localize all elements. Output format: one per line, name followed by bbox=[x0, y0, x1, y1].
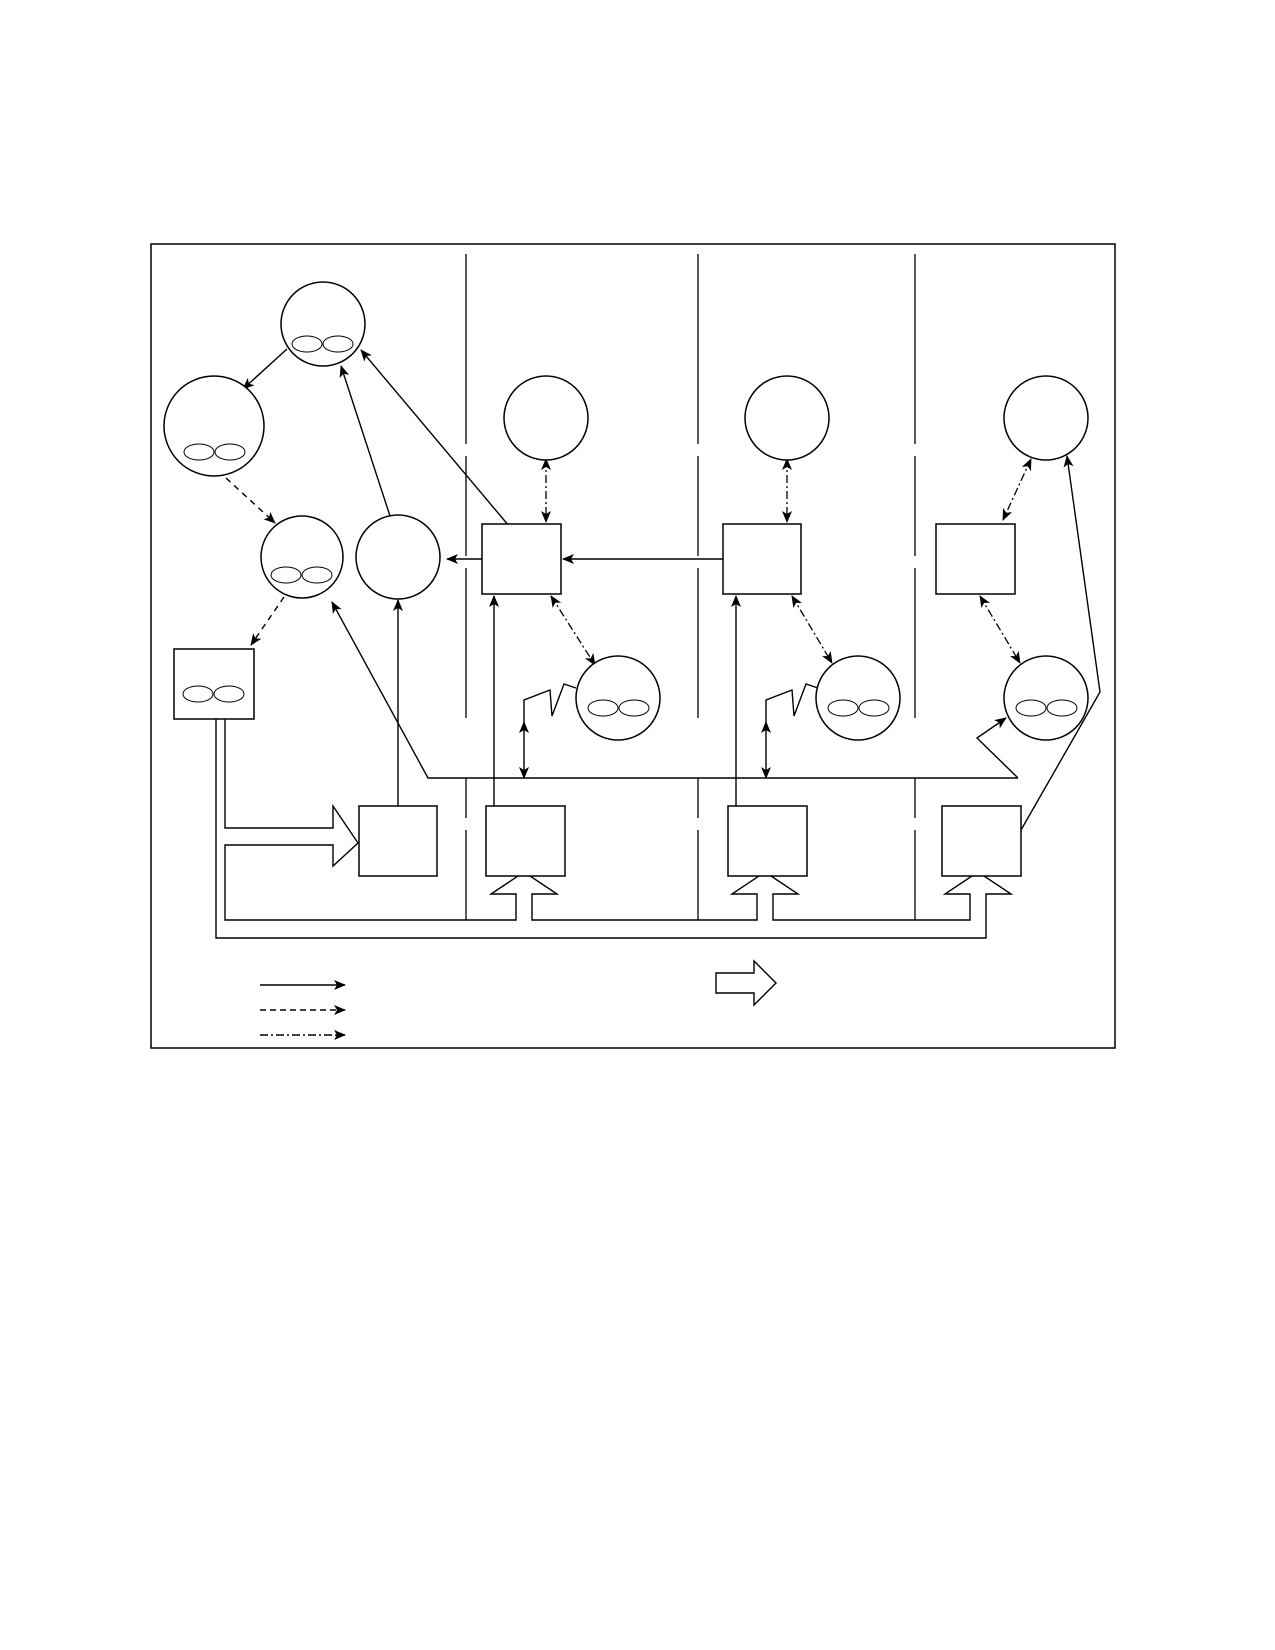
arrow-col1box-col1low bbox=[550, 595, 596, 666]
dashed-arrows bbox=[225, 477, 285, 646]
arrow-hbar-to-midleft bbox=[331, 601, 1018, 779]
box-col2-mid bbox=[722, 523, 802, 595]
arrow-midleft-to-leftbox bbox=[250, 596, 285, 646]
circle-left-large bbox=[163, 375, 265, 477]
legend-hollow-arrow bbox=[715, 959, 777, 1007]
oval-pair-icon bbox=[270, 566, 333, 584]
arrow-col3box-col3low bbox=[979, 595, 1021, 664]
box-col1-mid bbox=[481, 523, 562, 595]
circle-col3-low bbox=[1003, 655, 1089, 741]
circle-col1-low bbox=[575, 655, 661, 741]
lane-separators bbox=[465, 254, 916, 920]
box-bottom-2 bbox=[727, 805, 808, 877]
legend bbox=[260, 959, 777, 1040]
arrow-col3top-col3box bbox=[1002, 458, 1032, 521]
arrow-bottom3-to-col3top bbox=[1020, 455, 1101, 831]
circle-top bbox=[280, 281, 366, 367]
oval-pair-icon bbox=[587, 699, 650, 717]
solid-arrows bbox=[242, 348, 1101, 831]
oval-pair-icon bbox=[291, 335, 354, 353]
box-bottom-0 bbox=[358, 805, 438, 877]
nodes bbox=[163, 281, 1089, 877]
arrow-col2-zigzag bbox=[765, 683, 819, 722]
circle-col1-top bbox=[503, 375, 589, 461]
hollow-flow-arrows bbox=[215, 717, 1014, 939]
dashdot-arrows bbox=[541, 458, 1032, 666]
circle-col2-top bbox=[744, 375, 830, 461]
box-bottom-3 bbox=[941, 805, 1022, 877]
arrow-col1box-to-top bbox=[360, 349, 510, 527]
hollow-arrow-to-box-bottom-0 bbox=[215, 717, 1014, 939]
diagram-frame bbox=[150, 243, 1116, 1049]
oval-pair-icon bbox=[827, 699, 890, 717]
box-bottom-1 bbox=[485, 805, 566, 877]
box-col3-mid bbox=[935, 523, 1016, 595]
arrow-col1-zigzag bbox=[523, 683, 577, 722]
oval-pair-icon bbox=[183, 443, 246, 461]
circle-col3-top bbox=[1003, 375, 1089, 461]
arrow-leftlarge-to-midleft bbox=[225, 477, 276, 524]
arrow-col2box-col2low bbox=[791, 595, 833, 664]
oval-pairs bbox=[182, 335, 1078, 717]
circle-col2-low bbox=[815, 655, 901, 741]
arrow-top-to-left-large bbox=[242, 348, 288, 390]
box-left-ovals bbox=[173, 648, 255, 720]
arrow-mid-to-top bbox=[339, 365, 392, 520]
circle-mid bbox=[355, 514, 441, 600]
arrow-hbar-to-col3low bbox=[975, 717, 1019, 779]
oval-pair-icon bbox=[1015, 699, 1078, 717]
circle-mid-left bbox=[260, 515, 344, 599]
oval-pair-icon bbox=[182, 685, 245, 703]
